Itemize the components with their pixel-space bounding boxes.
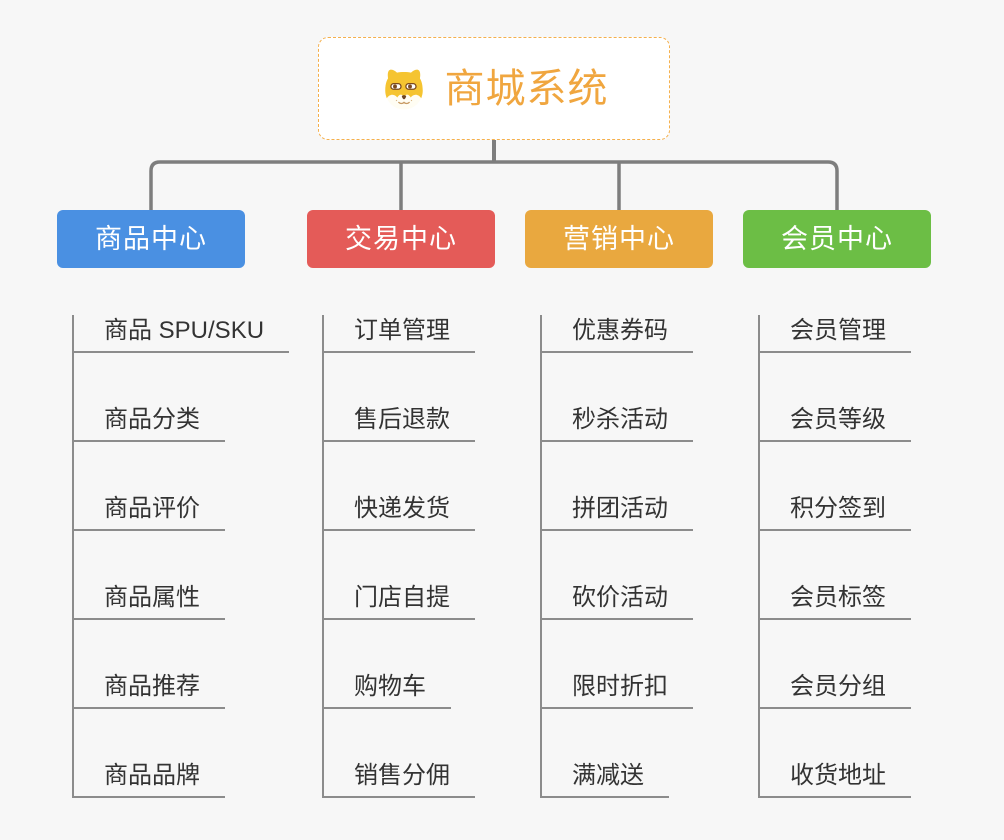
topic-node[interactable]: 会员管理 xyxy=(760,315,911,353)
topic-node[interactable]: 售后退款 xyxy=(324,404,475,442)
topic-node[interactable]: 商品属性 xyxy=(74,582,225,620)
topic-node[interactable]: 门店自提 xyxy=(324,582,475,620)
branch-node[interactable]: 会员中心 xyxy=(743,210,931,268)
root-node[interactable]: 商城系统 xyxy=(318,37,670,140)
topic-node[interactable]: 收货地址 xyxy=(760,760,911,798)
topic-node[interactable]: 会员标签 xyxy=(760,582,911,620)
topic-node[interactable]: 商品分类 xyxy=(74,404,225,442)
topic-node[interactable]: 快递发货 xyxy=(324,493,475,531)
topic-node[interactable]: 商品 SPU/SKU xyxy=(74,315,290,353)
topic-node[interactable]: 砍价活动 xyxy=(542,582,693,620)
topic-node[interactable]: 商品评价 xyxy=(74,493,225,531)
branch-children: 会员管理会员等级积分签到会员标签会员分组收货地址 xyxy=(758,315,931,798)
dog-face-icon xyxy=(380,66,428,111)
root-title: 商城系统 xyxy=(444,66,609,111)
branch-column: 会员中心会员管理会员等级积分签到会员标签会员分组收货地址 xyxy=(743,210,931,798)
topic-node[interactable]: 商品品牌 xyxy=(74,760,225,798)
topic-node[interactable]: 拼团活动 xyxy=(542,493,693,531)
branch-column: 商品中心商品 SPU/SKU 商品分类商品评价商品属性商品推荐商品品牌 xyxy=(57,210,290,798)
topic-node[interactable]: 限时折扣 xyxy=(542,671,693,709)
topic-node[interactable]: 满减送 xyxy=(542,760,669,798)
branch-node[interactable]: 交易中心 xyxy=(307,210,495,268)
topic-node[interactable]: 优惠券码 xyxy=(542,315,693,353)
topic-node[interactable]: 销售分佣 xyxy=(324,760,475,798)
branch-children: 优惠券码秒杀活动拼团活动砍价活动限时折扣满减送 xyxy=(540,315,713,798)
topic-node[interactable]: 订单管理 xyxy=(324,315,475,353)
topic-node[interactable]: 购物车 xyxy=(324,671,451,709)
topic-node[interactable]: 商品推荐 xyxy=(74,671,225,709)
branch-column: 交易中心订单管理售后退款快递发货门店自提购物车销售分佣 xyxy=(307,210,495,798)
branch-children: 订单管理售后退款快递发货门店自提购物车销售分佣 xyxy=(322,315,495,798)
branch-node[interactable]: 营销中心 xyxy=(525,210,713,268)
branch-node[interactable]: 商品中心 xyxy=(57,210,245,268)
topic-node[interactable]: 会员等级 xyxy=(760,404,911,442)
branch-children: 商品 SPU/SKU 商品分类商品评价商品属性商品推荐商品品牌 xyxy=(72,315,290,798)
topic-node[interactable]: 秒杀活动 xyxy=(542,404,693,442)
branch-column: 营销中心优惠券码秒杀活动拼团活动砍价活动限时折扣满减送 xyxy=(525,210,713,798)
topic-node[interactable]: 会员分组 xyxy=(760,671,911,709)
topic-node[interactable]: 积分签到 xyxy=(760,493,911,531)
